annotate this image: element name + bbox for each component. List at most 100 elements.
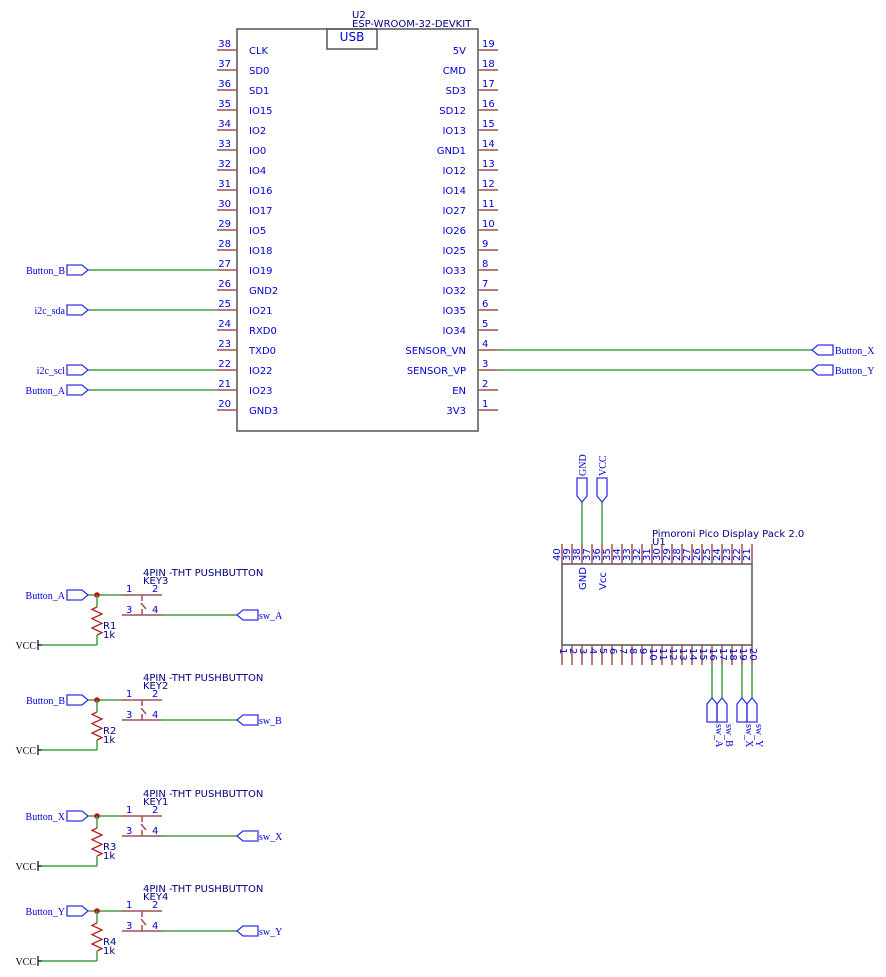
net-flag[interactable] — [66, 589, 90, 601]
display-pin-28[interactable]: 28 — [672, 544, 683, 564]
net-flag[interactable] — [746, 696, 758, 723]
net-flag[interactable] — [810, 364, 834, 376]
net-flag[interactable] — [736, 696, 748, 723]
esp32-pin-2[interactable]: 2EN — [452, 379, 498, 397]
display-pin-32[interactable]: 32 — [632, 544, 643, 564]
net-flag[interactable] — [576, 477, 588, 504]
net-flag[interactable] — [66, 264, 90, 276]
display-pin-26[interactable]: 26 — [692, 544, 703, 564]
display-pin-35[interactable]: 35 — [602, 544, 613, 564]
display-pin-2[interactable]: 2 — [567, 645, 578, 665]
display-pin-1[interactable]: 1 — [557, 645, 568, 665]
net-flag[interactable] — [235, 830, 259, 842]
display-pin-23[interactable]: 23 — [722, 544, 733, 564]
net-flag[interactable] — [235, 714, 259, 726]
net-flag[interactable] — [66, 694, 90, 706]
display-pin-25[interactable]: 25 — [702, 544, 713, 564]
net-flag[interactable] — [716, 696, 728, 723]
net-flag[interactable] — [66, 810, 90, 822]
display-pin-12[interactable]: 12 — [667, 645, 678, 665]
display-pin-10[interactable]: 10 — [647, 645, 658, 665]
display-pin-3[interactable]: 3 — [577, 645, 588, 665]
display-pin-18[interactable]: 18 — [727, 645, 738, 665]
display-pin-6[interactable]: 6 — [607, 645, 618, 665]
net-flag[interactable] — [596, 477, 608, 504]
net-flag[interactable] — [66, 905, 90, 917]
display-pin-37[interactable]: 37 — [582, 544, 593, 564]
display-pin-30[interactable]: 30 — [652, 544, 663, 564]
net-flag[interactable] — [235, 925, 259, 937]
esp32-module[interactable]: USBU2ESP-WROOM-32-DEVKIT38CLK37SD036SD13… — [26, 10, 876, 432]
display-pin-24[interactable]: 24 — [712, 544, 723, 564]
display-pin-7[interactable]: 7 — [617, 645, 628, 665]
display-pin-11[interactable]: 11 — [657, 645, 668, 665]
display-pin-27[interactable]: 27 — [682, 544, 693, 564]
net-flag[interactable] — [66, 384, 90, 396]
display-pin-34[interactable]: 34 — [612, 544, 623, 564]
net-flag[interactable] — [66, 304, 90, 316]
net-flag[interactable] — [235, 609, 259, 621]
display-pin-22[interactable]: 22 — [732, 544, 743, 564]
display-pin-40[interactable]: 40 — [552, 544, 563, 564]
display-pin-8[interactable]: 8 — [627, 645, 638, 665]
net-flag[interactable] — [706, 696, 718, 723]
display-pin-5[interactable]: 5 — [597, 645, 608, 665]
display-pin-33[interactable]: 33 — [622, 544, 633, 564]
display-pin-29[interactable]: 29 — [662, 544, 673, 564]
display-pin-15[interactable]: 15 — [697, 645, 708, 665]
net-flag[interactable] — [66, 364, 90, 376]
display-pin-9[interactable]: 9 — [637, 645, 648, 665]
display-pin-14[interactable]: 14 — [687, 645, 698, 665]
display-pin-31[interactable]: 31 — [642, 544, 653, 564]
display-pin-13[interactable]: 13 — [677, 645, 688, 665]
display-pin-4[interactable]: 4 — [587, 645, 598, 665]
